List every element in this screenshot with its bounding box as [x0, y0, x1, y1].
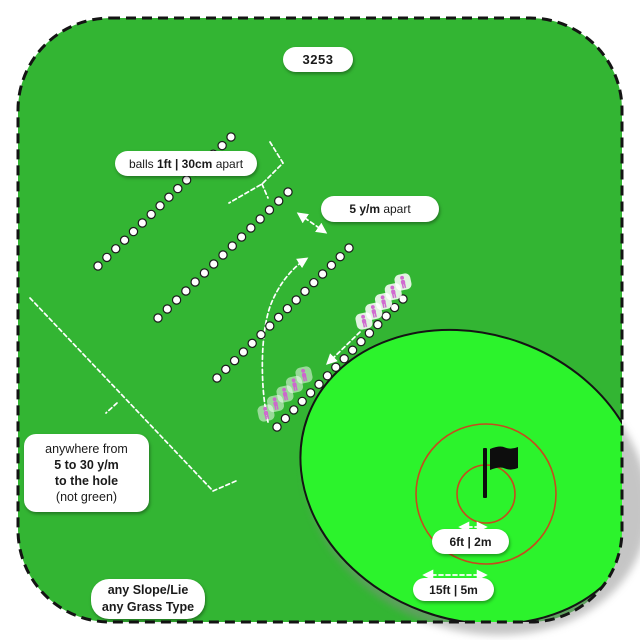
player-figure-icon [295, 366, 313, 384]
hole-distance-tick [105, 402, 118, 414]
ball-row-3 [212, 243, 354, 383]
inner-ring-label: 6ft | 2m [432, 529, 509, 554]
hole-distance-elbow [212, 480, 237, 492]
ball-row-4 [272, 294, 408, 432]
field [18, 18, 640, 636]
guide-arrows [29, 141, 488, 581]
drill-number: 3253 [302, 52, 334, 67]
ball-spacing-label: balls 1ft | 30cm apart [115, 151, 257, 176]
player-figure-icon [394, 273, 412, 291]
row-spacing-arrow [296, 212, 328, 234]
conditions-note: any Slope/Lie any Grass Type [91, 579, 205, 619]
drill-number-pill: 3253 [283, 47, 353, 72]
putting-green [299, 328, 622, 622]
hole-flag-icon [483, 446, 518, 498]
distance-note: anywhere from 5 to 30 y/m to the hole (n… [24, 434, 149, 512]
next-row-arrow [261, 257, 309, 423]
ball-rows [93, 132, 408, 432]
move-down-arrow [326, 331, 361, 365]
ball-row-2 [153, 187, 293, 323]
outer-ring-circle [415, 423, 557, 565]
field-border [16, 16, 624, 624]
ball-gap-bracket [228, 141, 285, 204]
player-figure-groups [257, 273, 412, 422]
players-lower [257, 366, 313, 422]
row-spacing-label: 5 y/m apart [321, 196, 439, 222]
outer-ring-label: 15ft | 5m [413, 578, 494, 601]
ball-gap-tick [261, 183, 269, 199]
players-upper [355, 273, 412, 330]
hole-distance-line [29, 297, 214, 492]
